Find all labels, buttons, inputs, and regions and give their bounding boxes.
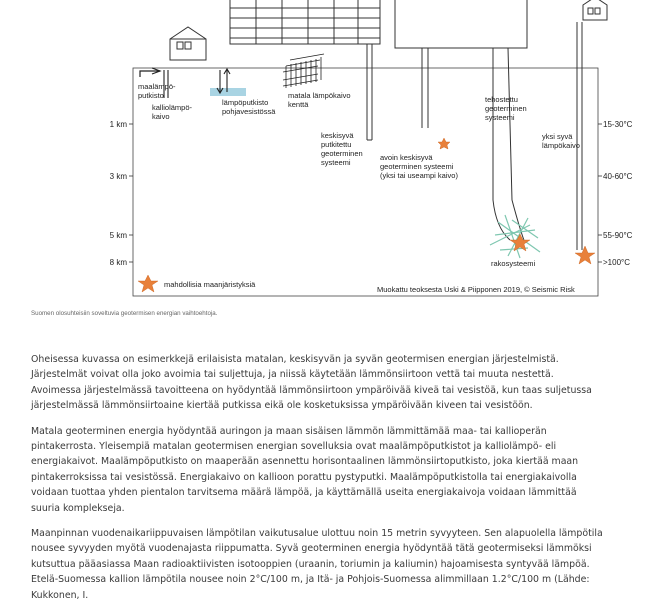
paragraph: Matala geoterminen energia hyödyntää aur… xyxy=(31,425,579,514)
temperature-tick-label: 15-30°C xyxy=(603,120,633,129)
industrial-building-icon xyxy=(394,0,528,49)
legend-star-icon xyxy=(137,274,159,293)
ground-loop-icon xyxy=(139,67,162,77)
label-tehostettu: tehostettu geoterminen systeemi xyxy=(485,95,529,122)
label-pohjavesi: lämpöputkisto pohjavesistössä xyxy=(222,98,276,116)
medium-depth-closed-system-icon xyxy=(366,44,373,141)
temperature-tick-label: 40-60°C xyxy=(603,172,633,181)
borehole-field-icon xyxy=(282,53,325,88)
house-icon-left xyxy=(169,26,207,61)
label-maalampoputkisto: maalämpö- putkisto xyxy=(138,82,178,100)
depth-tick-label: 3 km xyxy=(110,172,128,181)
house-icon-right xyxy=(582,0,608,21)
earthquake-star-icon xyxy=(509,233,531,252)
label-matala-kaivokentta: matala lämpökaivo kenttä xyxy=(288,91,353,109)
figure-caption: Suomen olosuhteisiin soveltuvia geotermi… xyxy=(31,310,218,317)
groundwater-pipe-icon xyxy=(210,67,246,96)
apartment-block-icon xyxy=(229,0,381,45)
earthquake-star-icon xyxy=(437,137,451,150)
depth-tick-label: 5 km xyxy=(110,231,128,240)
label-kalliolampokaivo: kalliolämpö- kaivo xyxy=(152,103,194,121)
temperature-tick-label: 55-90°C xyxy=(603,231,633,240)
deep-well-icon xyxy=(576,22,583,250)
legend-label: mahdollisia maanjäristyksiä xyxy=(164,280,256,289)
bedrock-panel xyxy=(132,67,599,297)
earthquake-star-icon xyxy=(574,245,596,265)
label-yksi-syva: yksi syvä lämpökaivo xyxy=(542,132,580,150)
label-rakosysteemi: rakosysteemi xyxy=(491,259,536,268)
article-body: Oheisessa kuvassa on esimerkkejä erilais… xyxy=(31,352,603,613)
geothermal-systems-figure: 1 km 3 km 5 km 8 km 15-30°C 40-60°C 55-9… xyxy=(110,0,633,297)
figure-credit: Muokattu teoksesta Uski & Piipponen 2019… xyxy=(377,285,575,294)
paragraph: Maanpinnan vuodenaikariippuvaisen lämpöt… xyxy=(31,528,603,601)
paragraph: Oheisessa kuvassa on esimerkkejä erilais… xyxy=(31,354,592,412)
depth-tick-label: 1 km xyxy=(110,120,128,129)
label-keskisyva-putkitettu: keskisyvä putkitettu geoterminen systeem… xyxy=(321,131,365,167)
label-avoin-keskisyva: avoin keskisyvä geoterminen systeemi (yk… xyxy=(380,153,458,180)
depth-tick-label: 8 km xyxy=(110,258,128,267)
temperature-tick-label: >100°C xyxy=(603,258,630,267)
depth-axis: 1 km 3 km 5 km 8 km xyxy=(110,120,133,267)
borehole-arrows-icon xyxy=(163,70,169,98)
temperature-axis: 15-30°C 40-60°C 55-90°C >100°C xyxy=(598,120,633,267)
open-medium-depth-system-icon xyxy=(421,48,429,128)
